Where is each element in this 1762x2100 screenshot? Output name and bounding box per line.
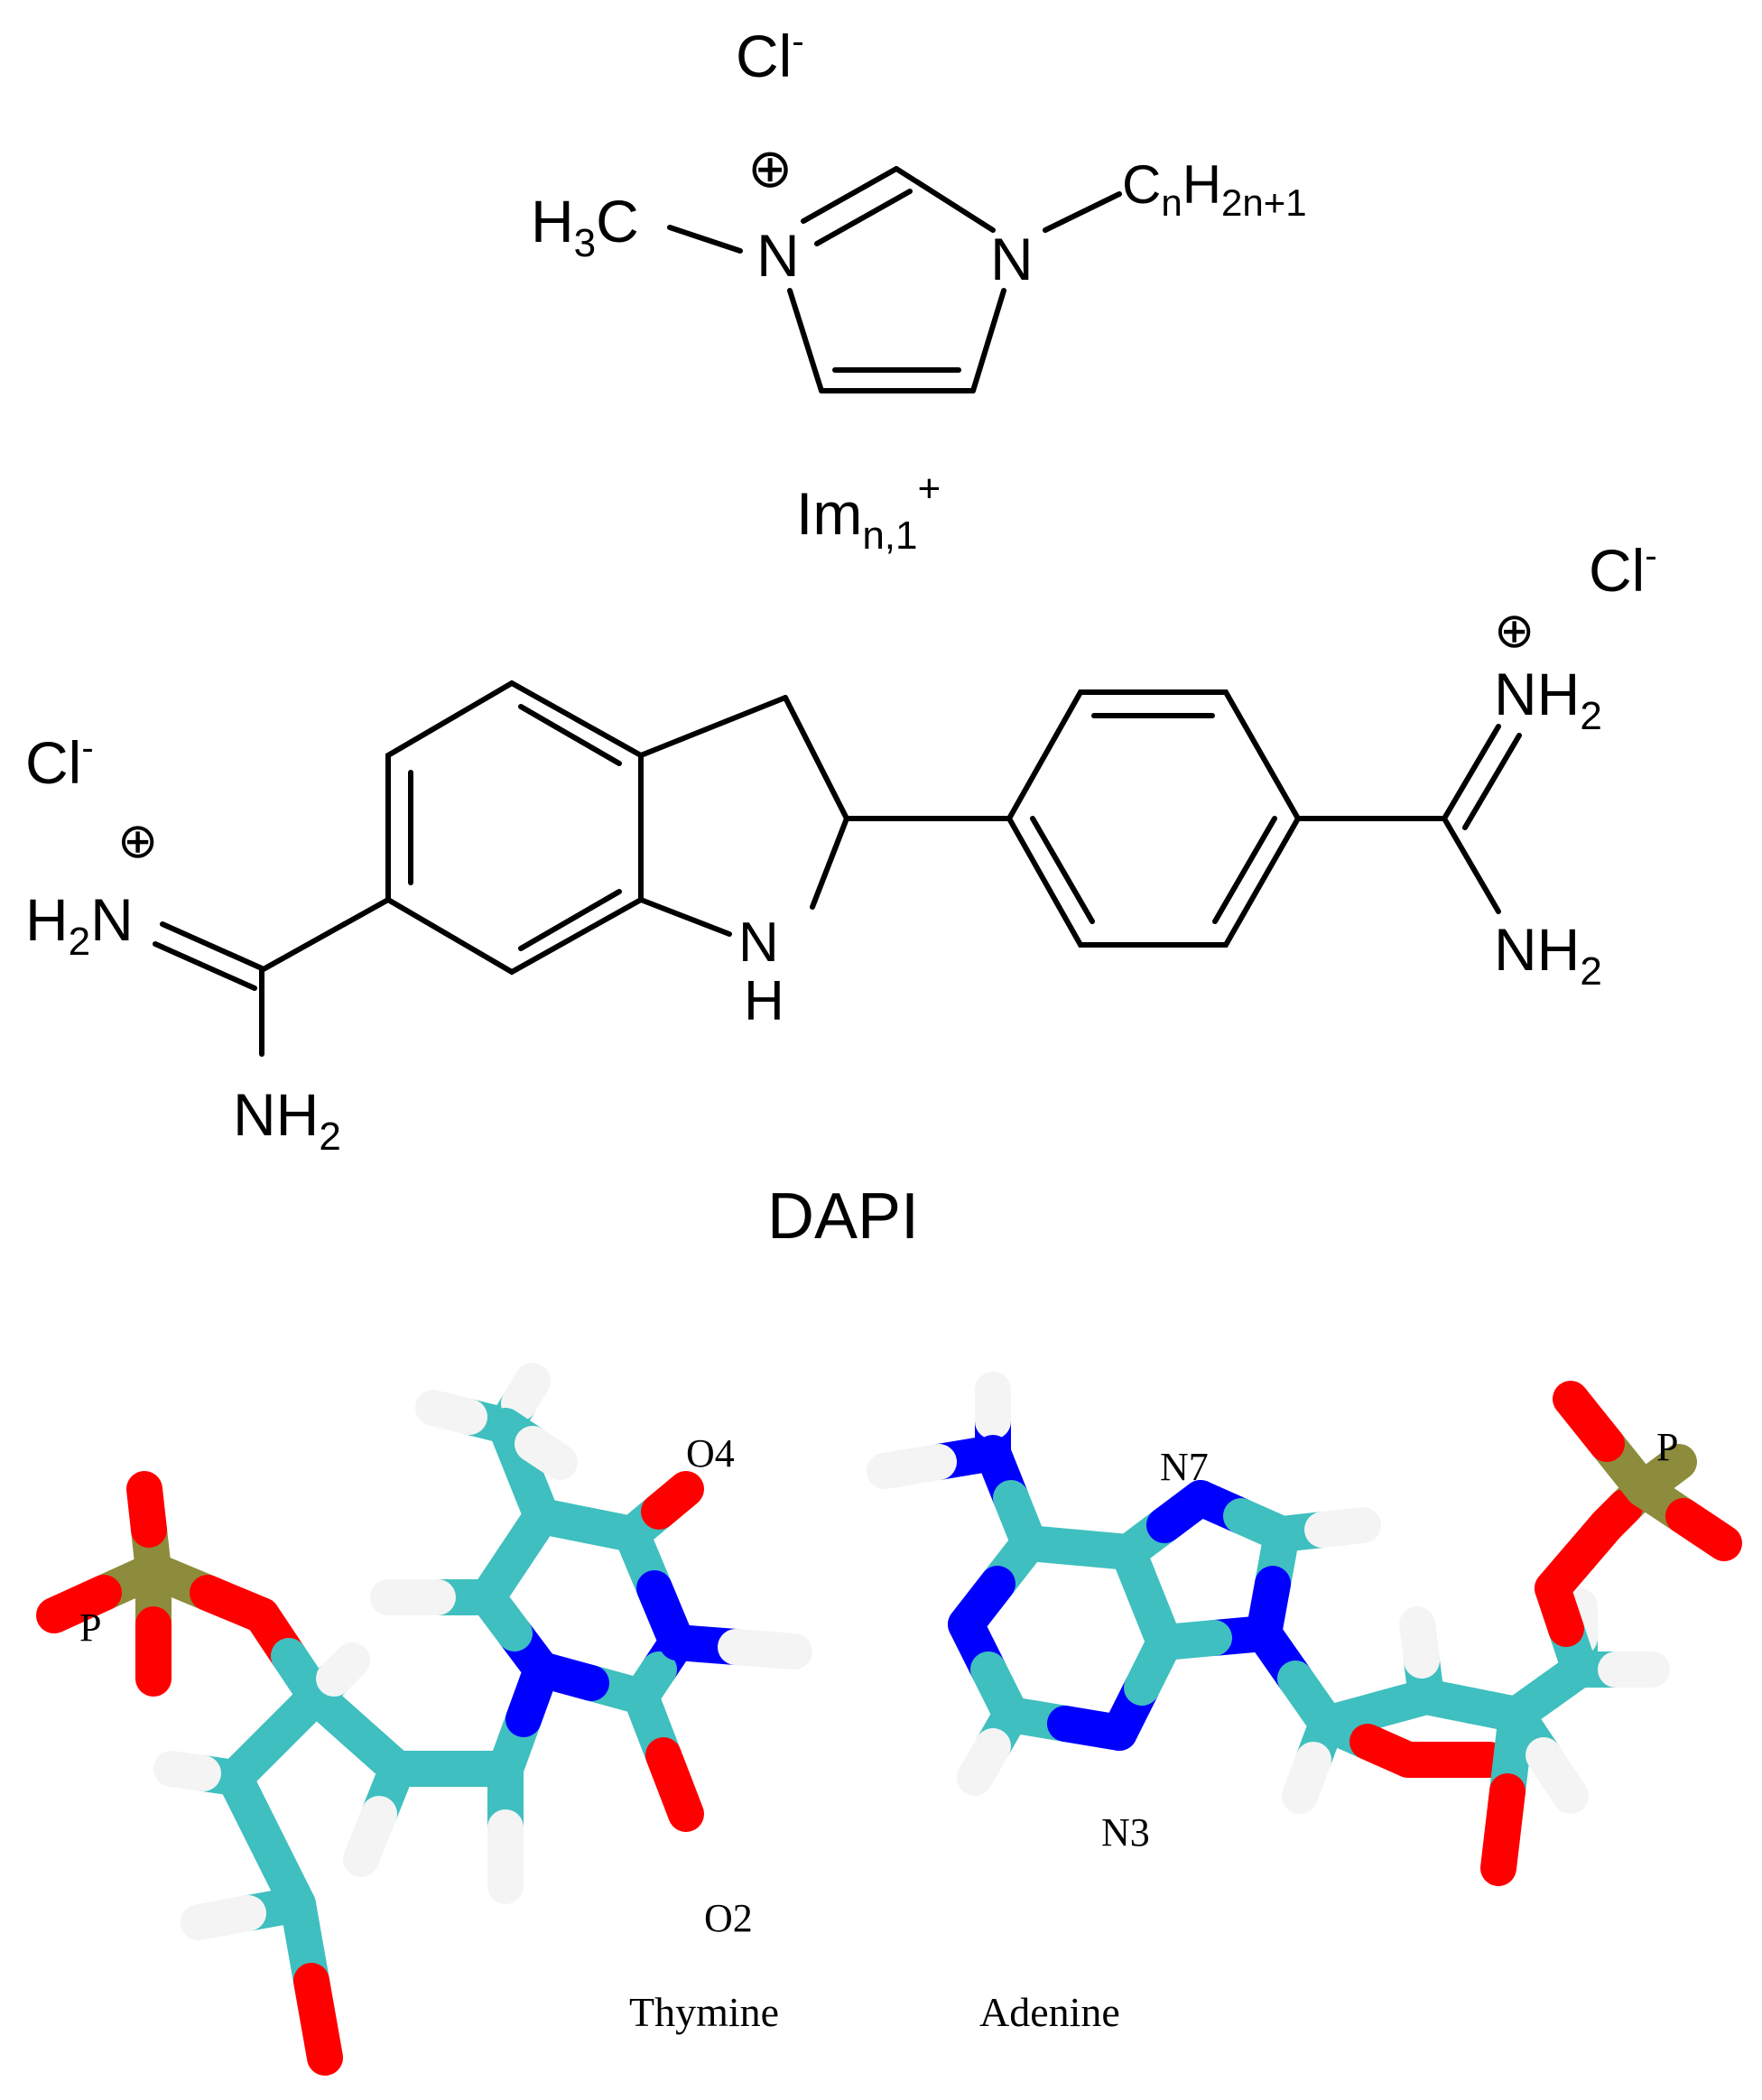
positive-charge-icon: ⊕ [1494,604,1535,658]
left-iminium-group: H2N [25,886,134,964]
dapi-structure: Cl- Cl- ⊕ H2N NH2 N H ⊕ NH2 N [25,536,1657,1253]
stick-bond [415,1390,487,1435]
stick-bond [343,1796,397,1877]
adenine-label: Adenine [979,1989,1120,2035]
aromatic-inner-bond [518,704,622,766]
stick-bond [181,1895,266,1940]
ring-bond [638,695,788,758]
adenine-n3-label: N3 [1101,1810,1150,1855]
stick-bond [36,1575,122,1633]
imidazolium-n-right: N [990,226,1034,292]
stick-bond [1146,1620,1232,1661]
ring-bond [894,166,996,233]
amidine-bond [1442,816,1501,914]
stick-bond [1665,1498,1742,1561]
stick-bond [1282,1742,1331,1814]
stick-bond [153,1751,221,1791]
positive-charge-icon: ⊕ [747,138,793,199]
right-iminium-group: NH2 [1494,661,1602,738]
ring-double-bond [814,189,913,246]
stick-bond [1011,1525,1097,1566]
amidine-double-bond [1462,733,1522,830]
ring-bond [801,166,899,224]
thymine-phosphorus-label: P [79,1605,101,1650]
phenyl-ring [1006,689,1302,948]
ring-bond [783,695,849,821]
thymine-o4-label: O4 [686,1431,735,1476]
amidine-double-bond [153,941,257,991]
stick-bond [718,1629,812,1670]
ring-bond [638,897,732,937]
right-amine-group: NH2 [1494,916,1602,994]
ring-nh-n: N [738,911,779,974]
stick-bond [1643,1444,1697,1494]
aromatic-inner-bond [1030,816,1095,924]
stick-bond [1480,1773,1526,1886]
ring-bond [970,288,1006,393]
methyl-bond [667,225,743,254]
stick-bond [1399,1606,1440,1679]
chain-bond [1043,191,1122,233]
thymine-o2-label: O2 [704,1896,753,1940]
dapi-counterion-left: Cl- [25,728,94,796]
stick-bond [293,1963,343,2076]
amidine-double-bond [160,921,264,971]
stick-bond [957,1728,1011,1796]
methyl-group: H3C [531,188,639,265]
alkyl-chain: CnH2n+1 [1122,154,1307,224]
stick-bond [501,1363,551,1421]
stick-model: P O4 O2 Thymine N7 N3 P Adenine [36,1363,1742,2076]
stick-bond [641,1471,704,1530]
stick-bond [126,1471,167,1548]
adenine-phosphorus-label: P [1656,1425,1678,1469]
stick-bonds [36,1363,1742,2076]
aromatic-inner-bond [518,889,622,951]
imidazolium-counterion: Cl- [736,22,804,89]
positive-charge-icon: ⊕ [117,814,158,868]
stick-bond [645,1737,704,1832]
left-amine-group: NH2 [233,1081,341,1159]
stick-bond [524,1651,609,1701]
stick-bond [1526,1737,1589,1814]
aryl-amidine-bond [259,897,391,973]
ring-bond [810,816,849,910]
dapi-label: DAPI [767,1180,919,1253]
adenine-n7-label: N7 [1160,1445,1209,1489]
imidazolium-n-left: N [756,222,800,289]
stick-bond [316,1642,370,1697]
indoline-benzene-ring [385,680,644,976]
imidazolium-label: Imn,1+ [796,467,941,558]
stick-bond [1553,1381,1625,1462]
stick-bond [1589,1489,1643,1543]
stick-bond [515,1426,578,1480]
ring-nh-h: H [744,970,784,1032]
dapi-counterion-right: Cl- [1589,536,1657,604]
thymine-label: Thymine [629,1989,779,2035]
imidazolium-structure: Cl- H3C N ⊕ N CnH2n+1 Imn,1+ [531,22,1307,558]
ring-bond [787,288,824,393]
stick-bond [867,1444,957,1489]
stick-bond [1304,1507,1381,1548]
amidine-double-bond [1442,724,1501,821]
aromatic-inner-bond [1212,816,1277,924]
